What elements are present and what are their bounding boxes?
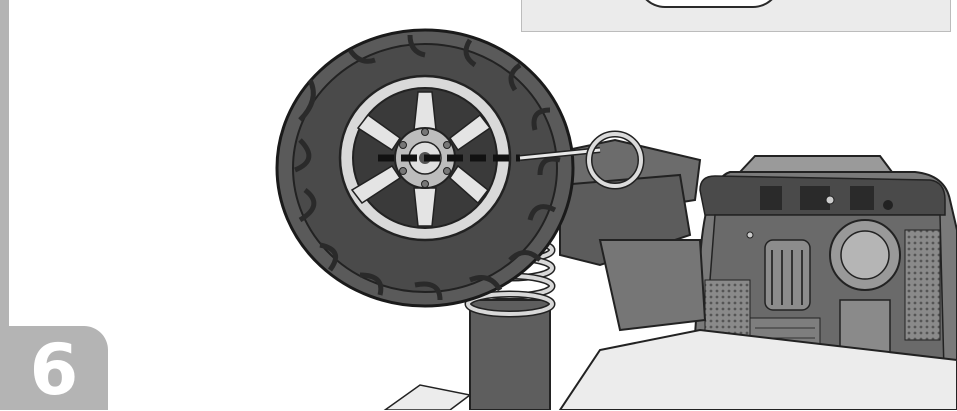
- vehicle-floor: [383, 328, 957, 410]
- pin-loop-callout: [519, 130, 645, 190]
- step-number: 6: [29, 329, 79, 411]
- page-left-rule: [0, 0, 9, 410]
- detail-inset-panel: [521, 0, 951, 32]
- step-number-badge: 6: [0, 326, 108, 410]
